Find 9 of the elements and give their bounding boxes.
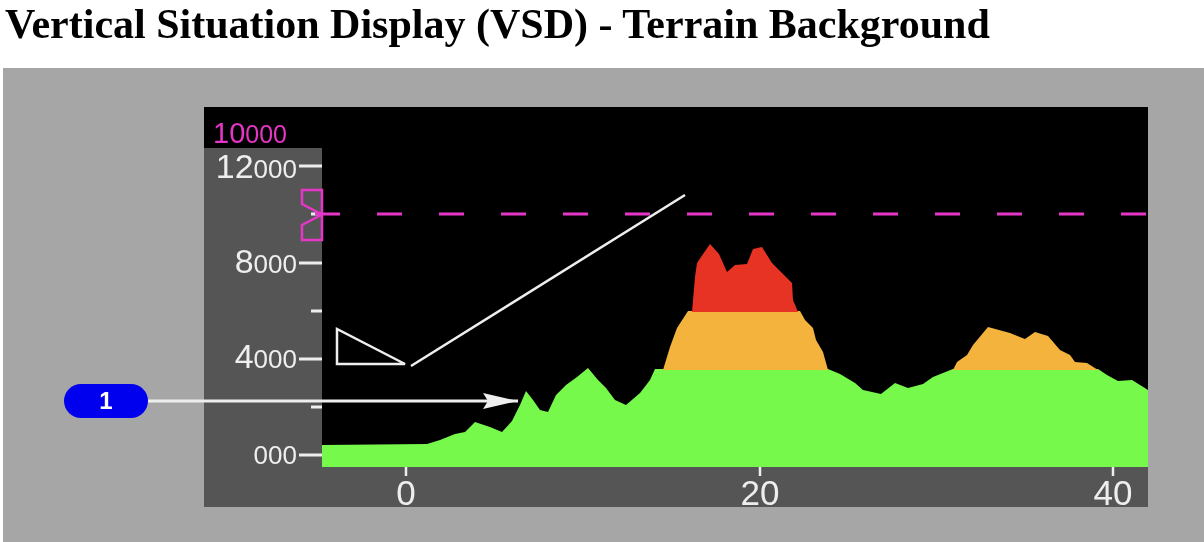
altitude-scale-label: 4000 (234, 343, 297, 372)
leader-arrow (148, 393, 518, 409)
selected-altitude-readout: 10000 (213, 122, 287, 145)
callout-number: 1 (64, 384, 148, 418)
altitude-scale-label: 8000 (234, 248, 297, 277)
altitude-scale-label: 12000 (215, 153, 297, 182)
altitude-scale-label: 000 (253, 439, 297, 468)
terrain-drawing (322, 244, 1148, 467)
diagram-title: Vertical Situation Display (VSD) - Terrain Background (5, 1, 990, 47)
